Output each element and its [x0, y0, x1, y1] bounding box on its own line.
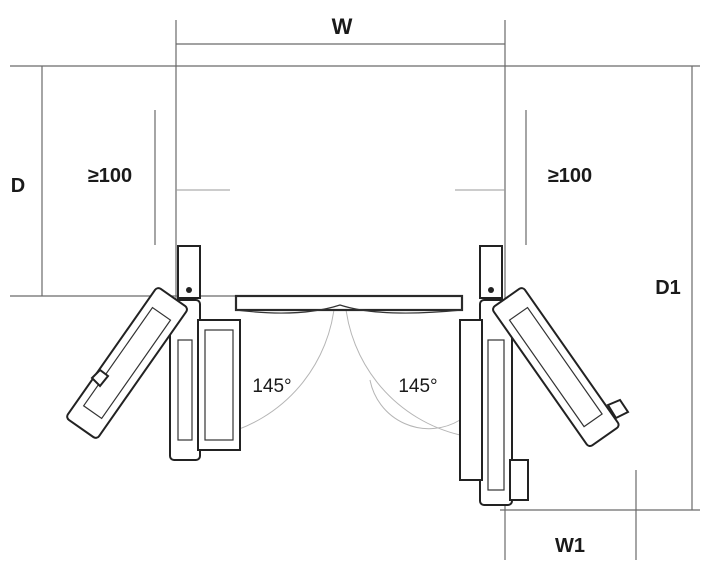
left-angle-label: 145° — [252, 376, 291, 397]
cabinet-body — [234, 294, 464, 314]
right-angle-label: 145° — [398, 376, 437, 397]
left-hinge-column — [177, 245, 201, 299]
open-depth-label: D1 — [655, 277, 681, 299]
depth-label: D — [11, 175, 25, 197]
dimension-lines — [10, 20, 700, 560]
left-drawer — [66, 287, 188, 439]
open-width-label: W1 — [555, 535, 585, 557]
door-swing-arcs — [219, 299, 461, 436]
left-door — [169, 299, 241, 461]
right-hinge-column — [479, 245, 503, 299]
right-drawer — [492, 287, 630, 448]
width-label: W — [332, 14, 353, 39]
left-clearance-label: ≥100 — [88, 165, 132, 187]
right-clearance-label: ≥100 — [548, 165, 592, 187]
right-door — [459, 299, 529, 506]
